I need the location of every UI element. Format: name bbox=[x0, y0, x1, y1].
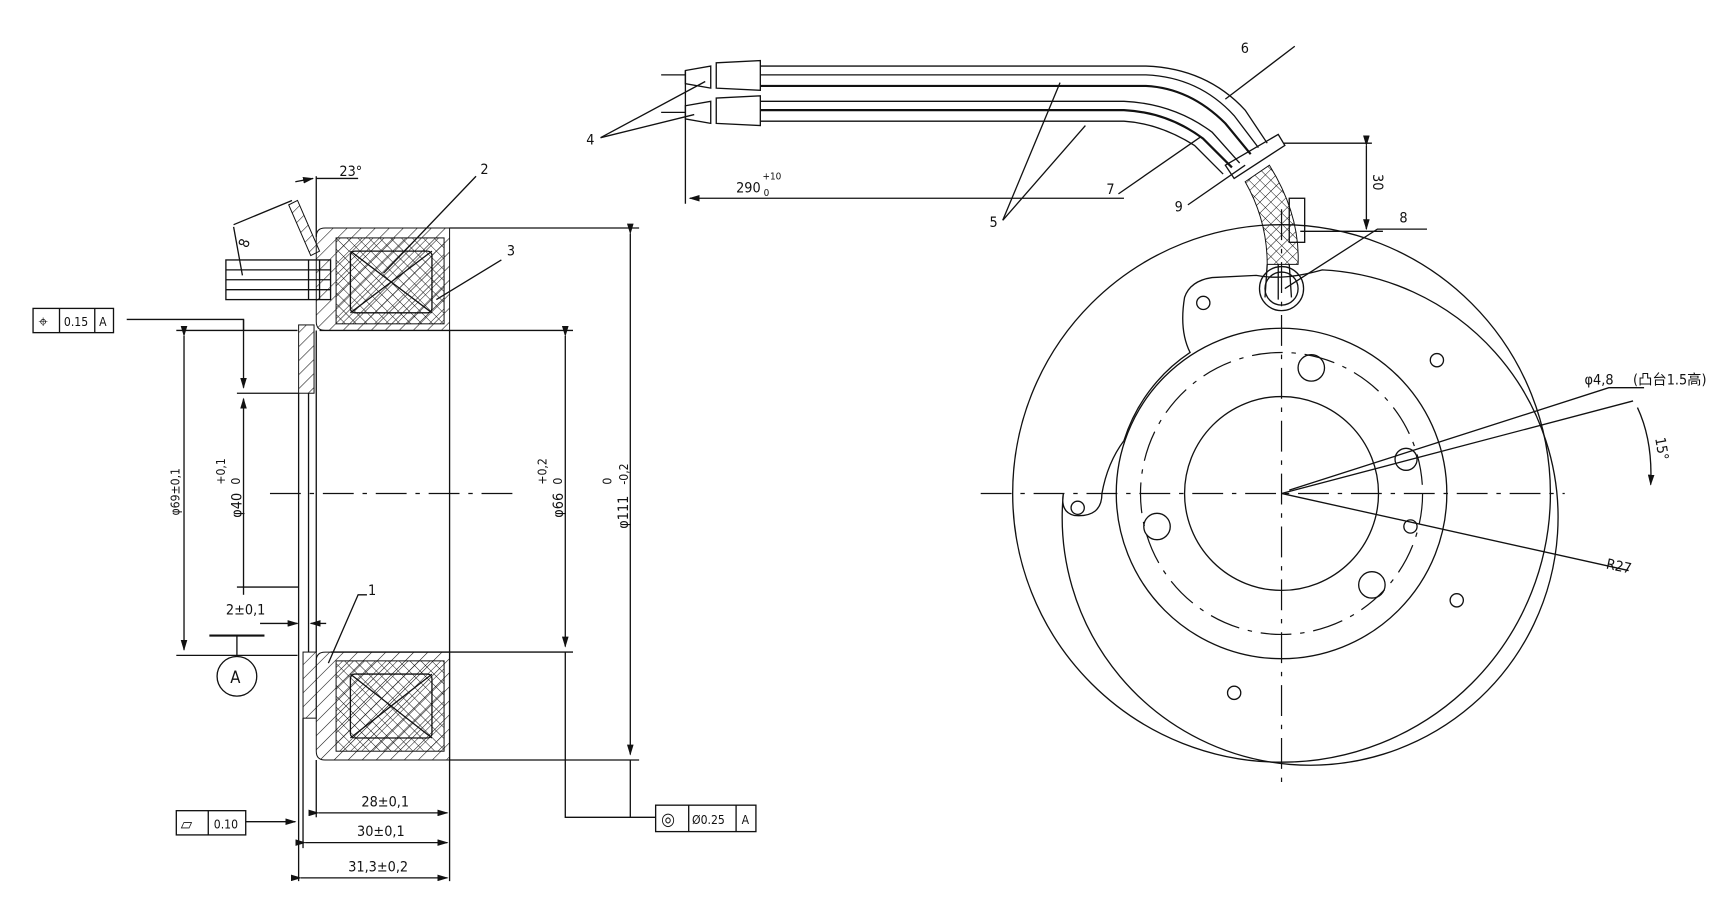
dim-8-label: 8 bbox=[236, 237, 254, 250]
fcf-flatness: ▱ 0.10 bbox=[175, 810, 297, 836]
phi40-tol-lower: 0 bbox=[229, 478, 243, 485]
thickness-2-label: 2±0,1 bbox=[226, 603, 265, 619]
datum-a-label: A bbox=[230, 668, 241, 687]
dim-30-label: 30 bbox=[1369, 174, 1385, 190]
svg-text:Ø0.25: Ø0.25 bbox=[692, 813, 725, 827]
front-view: φ4,8 (凸台1.5高) 15° R27 bbox=[980, 209, 1707, 791]
flatness-symbol-icon: ▱ bbox=[181, 814, 193, 833]
coil-winding-upper bbox=[349, 250, 433, 314]
svg-text:A: A bbox=[742, 813, 750, 827]
phi40-tol-upper: +0,1 bbox=[214, 458, 228, 484]
phi66-tol-lower: 0 bbox=[551, 478, 565, 485]
balloon-1: 1 bbox=[368, 583, 376, 599]
phi111-tol-lower: -0,2 bbox=[617, 463, 631, 484]
length-290-tol-upper: +10 bbox=[763, 172, 782, 183]
phi40-label: φ40 bbox=[229, 493, 245, 518]
fcf-position: ⌖ 0.15 A bbox=[32, 307, 245, 334]
balloon-4: 4 bbox=[586, 132, 594, 148]
balloon-8: 8 bbox=[1399, 210, 1407, 226]
width-313-label: 31,3±0,2 bbox=[348, 859, 408, 875]
fcf-concentricity: ◎ Ø0.25 A bbox=[564, 652, 757, 833]
balloon-7: 7 bbox=[1106, 182, 1114, 198]
balloon-5: 5 bbox=[990, 215, 998, 231]
width-30-label: 30±0,1 bbox=[357, 824, 405, 840]
coil-insulation-lower bbox=[335, 660, 445, 752]
balloon-6: 6 bbox=[1241, 41, 1249, 57]
position-symbol-icon: ⌖ bbox=[39, 312, 49, 331]
mounting-plate-outline bbox=[1061, 269, 1559, 766]
svg-text:0.15: 0.15 bbox=[64, 315, 88, 329]
length-290-tol-lower: 0 bbox=[764, 188, 770, 199]
svg-text:A: A bbox=[99, 315, 107, 329]
concentricity-symbol-icon: ◎ bbox=[661, 810, 675, 830]
balloon-3: 3 bbox=[507, 244, 515, 260]
lead-wires: 290 +10 0 30 4 5 6 7 8 9 bbox=[586, 41, 1427, 300]
phi66-label: φ66 bbox=[551, 493, 567, 518]
phi111-label: φ111 bbox=[616, 496, 632, 529]
datum-a-symbol bbox=[216, 655, 258, 697]
svg-text:0.10: 0.10 bbox=[214, 817, 238, 831]
balloon-2: 2 bbox=[480, 162, 488, 178]
phi66-tol-upper: +0,2 bbox=[536, 458, 550, 484]
angle-23-label: 23° bbox=[339, 164, 362, 180]
phi69-label: φ69±0,1 bbox=[169, 468, 183, 515]
phi111-tol-upper: 0 bbox=[601, 478, 615, 485]
boss-note: (凸台1.5高) bbox=[1633, 371, 1706, 388]
section-view: 23° 8 φ111 0 -0,2 φ66 +0,2 0 φ40 +0,1 0 … bbox=[32, 162, 757, 882]
flange-plate-lower bbox=[302, 651, 317, 719]
angle-15-label: 15° bbox=[1651, 436, 1671, 461]
length-290-label: 290 bbox=[736, 181, 761, 197]
width-28-label: 28±0,1 bbox=[361, 794, 409, 810]
phi48-label: φ4,8 bbox=[1585, 372, 1614, 388]
r27-label: R27 bbox=[1605, 557, 1633, 578]
flange-plate-upper bbox=[298, 324, 315, 394]
coil-winding-lower bbox=[349, 673, 433, 739]
balloon-9: 9 bbox=[1175, 199, 1183, 215]
